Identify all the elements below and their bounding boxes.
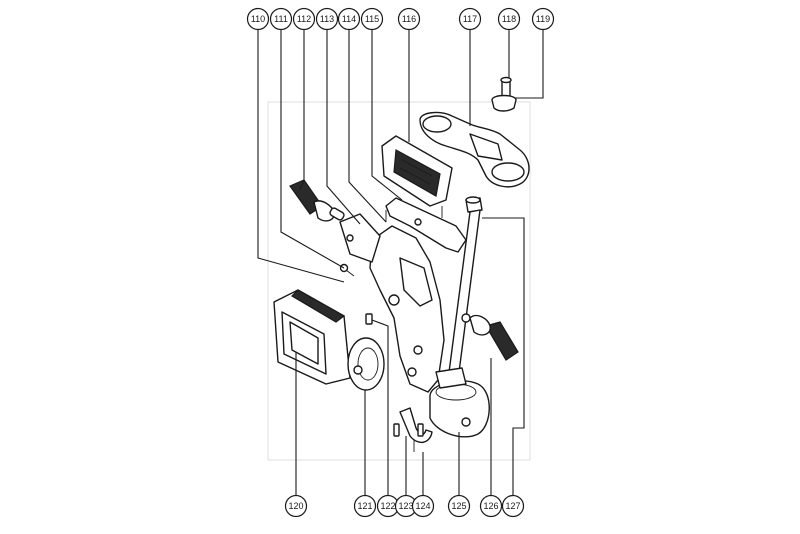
svg-text:114: 114	[342, 14, 356, 24]
svg-text:123: 123	[398, 501, 413, 511]
svg-text:121: 121	[357, 501, 372, 511]
callout-110: 110	[246, 7, 270, 31]
part-lower-clamp	[429, 367, 490, 438]
callout-111: 111	[269, 7, 293, 31]
svg-text:125: 125	[451, 501, 466, 511]
svg-text:118: 118	[502, 14, 516, 24]
callout-127: 127	[501, 494, 525, 518]
svg-text:116: 116	[402, 14, 416, 24]
part-main-bracket	[339, 213, 445, 393]
svg-text:113: 113	[320, 14, 334, 24]
part-fastener-122	[365, 313, 373, 325]
callout-116: 116	[397, 7, 421, 31]
drawing-frame	[267, 101, 531, 461]
callout-113: 113	[315, 7, 339, 31]
callout-121: 121	[353, 494, 377, 518]
part-display-unit	[381, 135, 453, 207]
part-right-turn-signal	[461, 313, 519, 361]
part-round-plate	[347, 337, 385, 391]
callout-124: 124	[411, 494, 435, 518]
parts-illustration	[273, 76, 530, 452]
svg-text:124: 124	[415, 501, 430, 511]
callout-118: 118	[497, 7, 521, 31]
part-small-clamp	[393, 407, 433, 452]
part-top-bolt	[491, 76, 517, 112]
part-fork-tube	[447, 196, 483, 381]
svg-text:111: 111	[274, 14, 288, 24]
svg-text:120: 120	[288, 501, 303, 511]
svg-text:126: 126	[483, 501, 498, 511]
svg-text:127: 127	[505, 501, 520, 511]
callout-119: 119	[531, 7, 555, 31]
part-mounting-bracket	[385, 197, 467, 253]
svg-text:115: 115	[365, 14, 379, 24]
svg-text:119: 119	[536, 14, 550, 24]
svg-text:110: 110	[251, 14, 265, 24]
callout-117: 117	[458, 7, 482, 31]
part-headlight	[273, 289, 351, 385]
part-left-turn-signal	[289, 179, 345, 222]
svg-text:117: 117	[463, 14, 477, 24]
svg-text:122: 122	[380, 501, 395, 511]
callout-126: 126	[479, 494, 503, 518]
part-small-screw-left	[339, 263, 355, 277]
part-triple-clamp	[419, 111, 530, 188]
callout-125: 125	[447, 494, 471, 518]
callout-120: 120	[284, 494, 308, 518]
leader-lines	[257, 30, 544, 495]
callout-114: 114	[337, 7, 361, 31]
callout-112: 112	[292, 7, 316, 31]
callout-115: 115	[360, 7, 384, 31]
svg-text:112: 112	[297, 14, 311, 24]
